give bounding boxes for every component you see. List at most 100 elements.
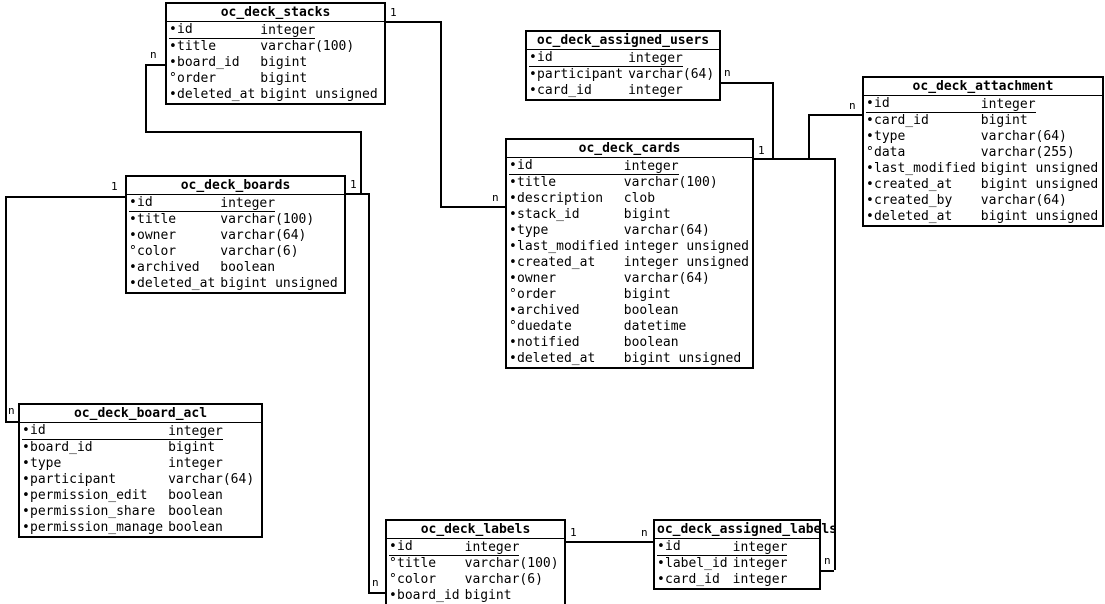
- primary-key-name: •id: [169, 22, 261, 39]
- field-type-cell: integer: [733, 556, 819, 572]
- field-name: •notified: [509, 335, 619, 351]
- field-type-text: bigint: [623, 287, 671, 302]
- field-name-cell: •id: [127, 195, 221, 212]
- field-name-cell: •created_by: [864, 193, 981, 209]
- connector-line-stacks-to-cards: [440, 206, 505, 208]
- not-null-bullet-icon: •: [509, 158, 517, 173]
- field-name: •title: [129, 212, 215, 228]
- field-name-text: id: [137, 195, 153, 210]
- field-name-cell: °title: [387, 556, 465, 572]
- field-name-cell: •deleted_at: [507, 351, 624, 367]
- field-name-text: card_id: [665, 572, 720, 587]
- cardinality-label-cards-to-assigned-users: n: [723, 66, 732, 79]
- field-type-cell: integer: [733, 572, 819, 588]
- connector-line-cards-to-assigned-labels: [834, 158, 836, 570]
- field-name: •permission_share: [22, 504, 163, 520]
- field-name-cell: •notified: [507, 335, 624, 351]
- connector-line-boards-to-board-acl: [5, 196, 7, 421]
- connector-line-boards-to-stacks: [145, 64, 165, 66]
- field-name-text: owner: [517, 271, 557, 286]
- field-name-text: last_modified: [517, 239, 619, 254]
- field-name-cell: •card_id: [655, 572, 733, 588]
- cardinality-label-labels-to-assigned-labels: 1: [569, 526, 578, 539]
- not-null-bullet-icon: •: [509, 175, 517, 190]
- entity-title-oc_deck_boards: oc_deck_boards: [127, 177, 344, 195]
- field-name: •title: [509, 175, 619, 191]
- not-null-bullet-icon: •: [22, 520, 30, 535]
- cardinality-label-boards-to-stacks: n: [149, 48, 158, 61]
- field-name-text: stack_id: [517, 207, 580, 222]
- field-name-text: created_at: [874, 177, 953, 192]
- field-name-text: label_id: [665, 556, 728, 571]
- entity-title-oc_deck_assigned_labels: oc_deck_assigned_labels: [655, 522, 838, 539]
- field-type-text: varchar(64): [980, 193, 1067, 208]
- field-name-cell: •title: [127, 212, 220, 228]
- not-null-bullet-icon: •: [22, 472, 30, 487]
- field-type-text: boolean: [168, 520, 223, 535]
- field-type-cell: varchar(64): [220, 228, 344, 244]
- not-null-bullet-icon: •: [22, 456, 30, 471]
- field-type-cell: varchar(100): [465, 556, 564, 572]
- field-type-text: bigint: [464, 588, 512, 603]
- field-name-text: id: [177, 22, 193, 37]
- field-name-cell: °duedate: [507, 319, 624, 335]
- field-type-text: integer: [732, 572, 788, 587]
- field-row-board_id: •board_id bigint: [387, 588, 564, 604]
- connector-line-stacks-to-cards: [386, 21, 440, 23]
- field-type-cell: integer: [168, 423, 261, 440]
- field-name-text: notified: [517, 335, 580, 350]
- field-name: •board_id: [22, 440, 163, 456]
- field-type-text: integer: [260, 23, 316, 39]
- primary-key-name: •id: [657, 539, 733, 556]
- field-name-text: permission_share: [30, 504, 156, 519]
- not-null-bullet-icon: •: [129, 228, 137, 243]
- field-name-text: id: [874, 96, 890, 111]
- field-type-cell: varchar(255): [981, 145, 1102, 161]
- field-type-text: integer: [220, 196, 276, 212]
- entity-title-oc_deck_stacks: oc_deck_stacks: [167, 4, 384, 22]
- cardinality-label-boards-to-board-acl: 1: [110, 180, 119, 193]
- not-null-bullet-icon: •: [529, 50, 537, 65]
- connector-line-cards-to-assigned-labels: [808, 158, 834, 160]
- primary-key-name: •id: [529, 50, 629, 67]
- field-name-cell: •permission_manage: [20, 520, 168, 536]
- cardinality-label-boards-to-stacks: 1: [349, 178, 358, 191]
- field-type-cell: integer unsigned: [624, 239, 752, 255]
- field-name-cell: •archived: [127, 260, 220, 276]
- field-type-text: boolean: [220, 260, 276, 275]
- connector-line-boards-to-stacks: [360, 131, 362, 193]
- cardinality-label-cards-to-assigned-users: 1: [757, 144, 766, 157]
- field-name: •created_at: [509, 255, 619, 271]
- field-type-cell: boolean: [168, 520, 261, 536]
- field-name: •type: [866, 129, 976, 145]
- field-type-cell: boolean: [624, 303, 752, 319]
- field-type-cell: integer: [168, 456, 261, 472]
- connector-line-boards-to-stacks: [145, 64, 147, 131]
- field-name-cell: °color: [127, 244, 220, 260]
- primary-key-name: •id: [389, 539, 465, 556]
- field-name-cell: •id: [507, 158, 624, 175]
- field-type-text: varchar(6): [464, 572, 543, 587]
- field-name-cell: °order: [167, 71, 260, 87]
- not-null-bullet-icon: •: [866, 113, 874, 128]
- nullable-bullet-icon: °: [169, 71, 177, 86]
- field-name-cell: •title: [167, 39, 260, 55]
- field-name-cell: •created_at: [864, 177, 981, 193]
- connector-line-labels-to-assigned-labels: [566, 541, 653, 543]
- field-type-cell: bigint unsigned: [981, 209, 1102, 225]
- field-name: •board_id: [389, 588, 460, 604]
